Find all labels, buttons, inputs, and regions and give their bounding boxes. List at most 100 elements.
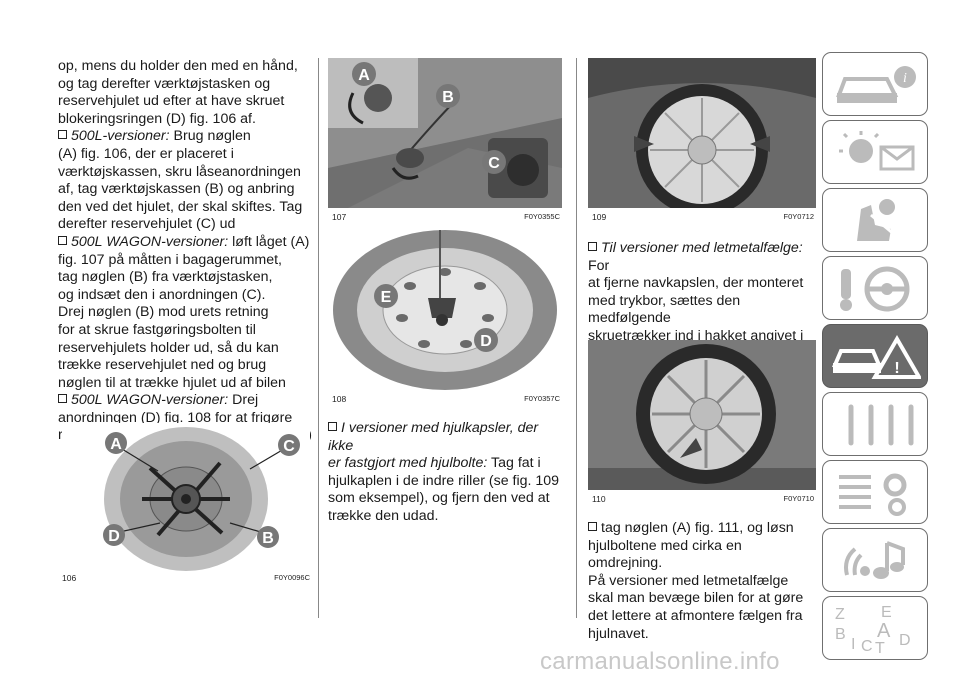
figure-109-number: 109 xyxy=(592,212,607,222)
text-line: skruetrækker ind i hakket angivet i xyxy=(588,327,804,344)
text-line: blokeringsringen (D) fig. 106 af. xyxy=(58,110,256,127)
body-text: Tag fat i xyxy=(487,455,541,472)
version-label: I versioner med hjulkapsler, der ikke xyxy=(328,420,539,454)
tab-seat-airbag[interactable] xyxy=(822,188,928,252)
figure-108-number: 108 xyxy=(332,394,347,404)
text-line: Til versioner med letmetalfælge: For xyxy=(588,240,816,275)
figure-108-code: F0Y0357C xyxy=(524,394,560,403)
fig106-label-a: A xyxy=(110,436,122,453)
text-line: 500L WAGON-versioner: Drej xyxy=(58,392,316,410)
svg-text:D: D xyxy=(899,632,911,649)
text-line: reservehjulets holder ud, så du kan xyxy=(58,339,279,356)
watermark: carmanualsonline.info xyxy=(540,648,780,675)
car-warning-triangle-icon: ! xyxy=(831,335,921,379)
version-label: 500L WAGON-versioner: xyxy=(71,392,229,409)
column-1-text: op, mens du holder den med en hånd,og ta… xyxy=(58,58,316,445)
lights-message-icon xyxy=(839,131,915,171)
text-line: som eksempel), og fjern den ved at xyxy=(328,490,550,507)
text-line: nøglen til at trække hjulet ud af bilen xyxy=(58,374,286,391)
checkbox-bullet-icon xyxy=(588,242,597,251)
text-line: tag nøglen (B) fra værktøjstasken, xyxy=(58,269,273,286)
checkbox-bullet-icon xyxy=(58,394,67,404)
body-text: Drej xyxy=(228,392,259,409)
checkbox-bullet-icon xyxy=(58,130,67,140)
svg-text:Z: Z xyxy=(835,606,845,623)
body-text: tag nøglen (A) fig. 111, og løsn xyxy=(601,520,794,536)
tab-multimedia[interactable] xyxy=(822,528,928,592)
tab-key-steering[interactable] xyxy=(822,256,928,320)
fig107-label-b: B xyxy=(442,89,454,106)
svg-text:i: i xyxy=(903,71,907,86)
tab-car-info[interactable]: i xyxy=(822,52,928,116)
figure-108: E D xyxy=(328,230,562,390)
svg-text:E: E xyxy=(881,604,892,621)
text-line: er fastgjort med hjulbolte: Tag fat i xyxy=(328,455,562,473)
text-line: med trykbor, sættes den medfølgende xyxy=(588,292,741,327)
column-divider-1 xyxy=(318,58,319,618)
fig106-label-c: C xyxy=(283,438,295,455)
text-line: fig. 107 på måtten i bagagerummet, xyxy=(58,251,282,268)
text-line: reservehjulet ud efter at have skruet xyxy=(58,93,285,110)
text-line: (A) fig. 106, der er placeret i xyxy=(58,145,234,162)
svg-text:A: A xyxy=(877,620,891,642)
tab-lights-message[interactable] xyxy=(822,120,928,184)
checkbox-bullet-icon xyxy=(58,235,67,245)
text-line: op, mens du holder den med en hånd, xyxy=(58,58,298,74)
text-line: af, tag værktøjskassen (B) og anbring xyxy=(58,181,295,198)
version-label: Til versioner med letmetalfælge: xyxy=(601,240,803,256)
tab-emergency[interactable]: ! xyxy=(822,324,928,388)
figure-109-code: F0Y0712 xyxy=(783,212,814,221)
body-text: Brug nøglen xyxy=(169,128,251,145)
radio-music-icon xyxy=(844,541,905,579)
text-line: trække reservehjulet ned og brug xyxy=(58,357,267,374)
svg-text:!: ! xyxy=(894,360,899,377)
text-line: den ved det hjulet, der skal skiftes. Ta… xyxy=(58,198,303,215)
service-tools-icon xyxy=(848,404,914,446)
text-line: hjulkaplen i de indre riller (se fig. 10… xyxy=(328,472,560,489)
version-label: 500L-versioner: xyxy=(71,128,170,145)
fig106-label-d: D xyxy=(108,528,120,545)
version-label: 500L WAGON-versioner: xyxy=(71,233,229,250)
checkbox-bullet-icon xyxy=(328,422,337,431)
body-text: løft låget (A) xyxy=(228,233,310,250)
fig107-label-a: A xyxy=(358,67,370,84)
text-line: På versioner med letmetalfælge xyxy=(588,572,789,589)
svg-text:B: B xyxy=(835,626,846,643)
fig108-label-e: E xyxy=(381,289,392,306)
text-line: derefter reservehjulet (C) ud xyxy=(58,216,236,233)
figure-110-number: 110 xyxy=(592,494,606,504)
text-line: tag nøglen (A) fig. 111, og løsn xyxy=(588,520,816,538)
text-line: 500L-versioner: Brug nøglen xyxy=(58,128,316,146)
figure-110 xyxy=(588,340,816,490)
key-steering-icon xyxy=(840,266,910,312)
figure-107-number: 107 xyxy=(332,212,347,222)
text-line: Drej nøglen (B) mod urets retning xyxy=(58,304,269,321)
svg-text:T: T xyxy=(875,640,885,655)
version-label: er fastgjort med hjulbolte: xyxy=(328,455,488,472)
column-divider-2 xyxy=(576,58,577,618)
text-line: hjulboltene med cirka en omdrejning. xyxy=(588,537,742,572)
text-line: og indsæt den i anordningen (C). xyxy=(58,286,266,303)
text-line: I versioner med hjulkapsler, der ikke xyxy=(328,420,562,455)
tab-service[interactable] xyxy=(822,392,928,456)
text-line: hjulnavet. xyxy=(588,625,649,642)
seat-airbag-icon xyxy=(857,199,896,241)
fig106-label-b: B xyxy=(262,530,274,547)
text-line: og tag derefter værktøjstasken og xyxy=(58,75,271,92)
figure-110-code: F0Y0710 xyxy=(783,494,814,503)
body-text: For xyxy=(588,257,610,274)
figure-106-number: 106 xyxy=(62,573,77,583)
checkbox-bullet-icon xyxy=(588,522,597,531)
text-line: at fjerne navkapslen, der monteret xyxy=(588,275,804,292)
text-line: trække den udad. xyxy=(328,507,439,524)
tab-technical-data[interactable] xyxy=(822,460,928,524)
figure-107-code: F0Y0355C xyxy=(524,212,560,221)
text-line: det lettere at afmontere fælgen fra xyxy=(588,607,803,624)
fig107-label-c: C xyxy=(488,155,500,172)
technical-data-gears-icon xyxy=(839,473,907,516)
text-line: 500L WAGON-versioner: løft låget (A) xyxy=(58,234,316,252)
text-line: skal man bevæge bilen for at gøre xyxy=(588,590,804,607)
text-line: værktøjskassen, skru låseanordningen xyxy=(58,163,301,180)
